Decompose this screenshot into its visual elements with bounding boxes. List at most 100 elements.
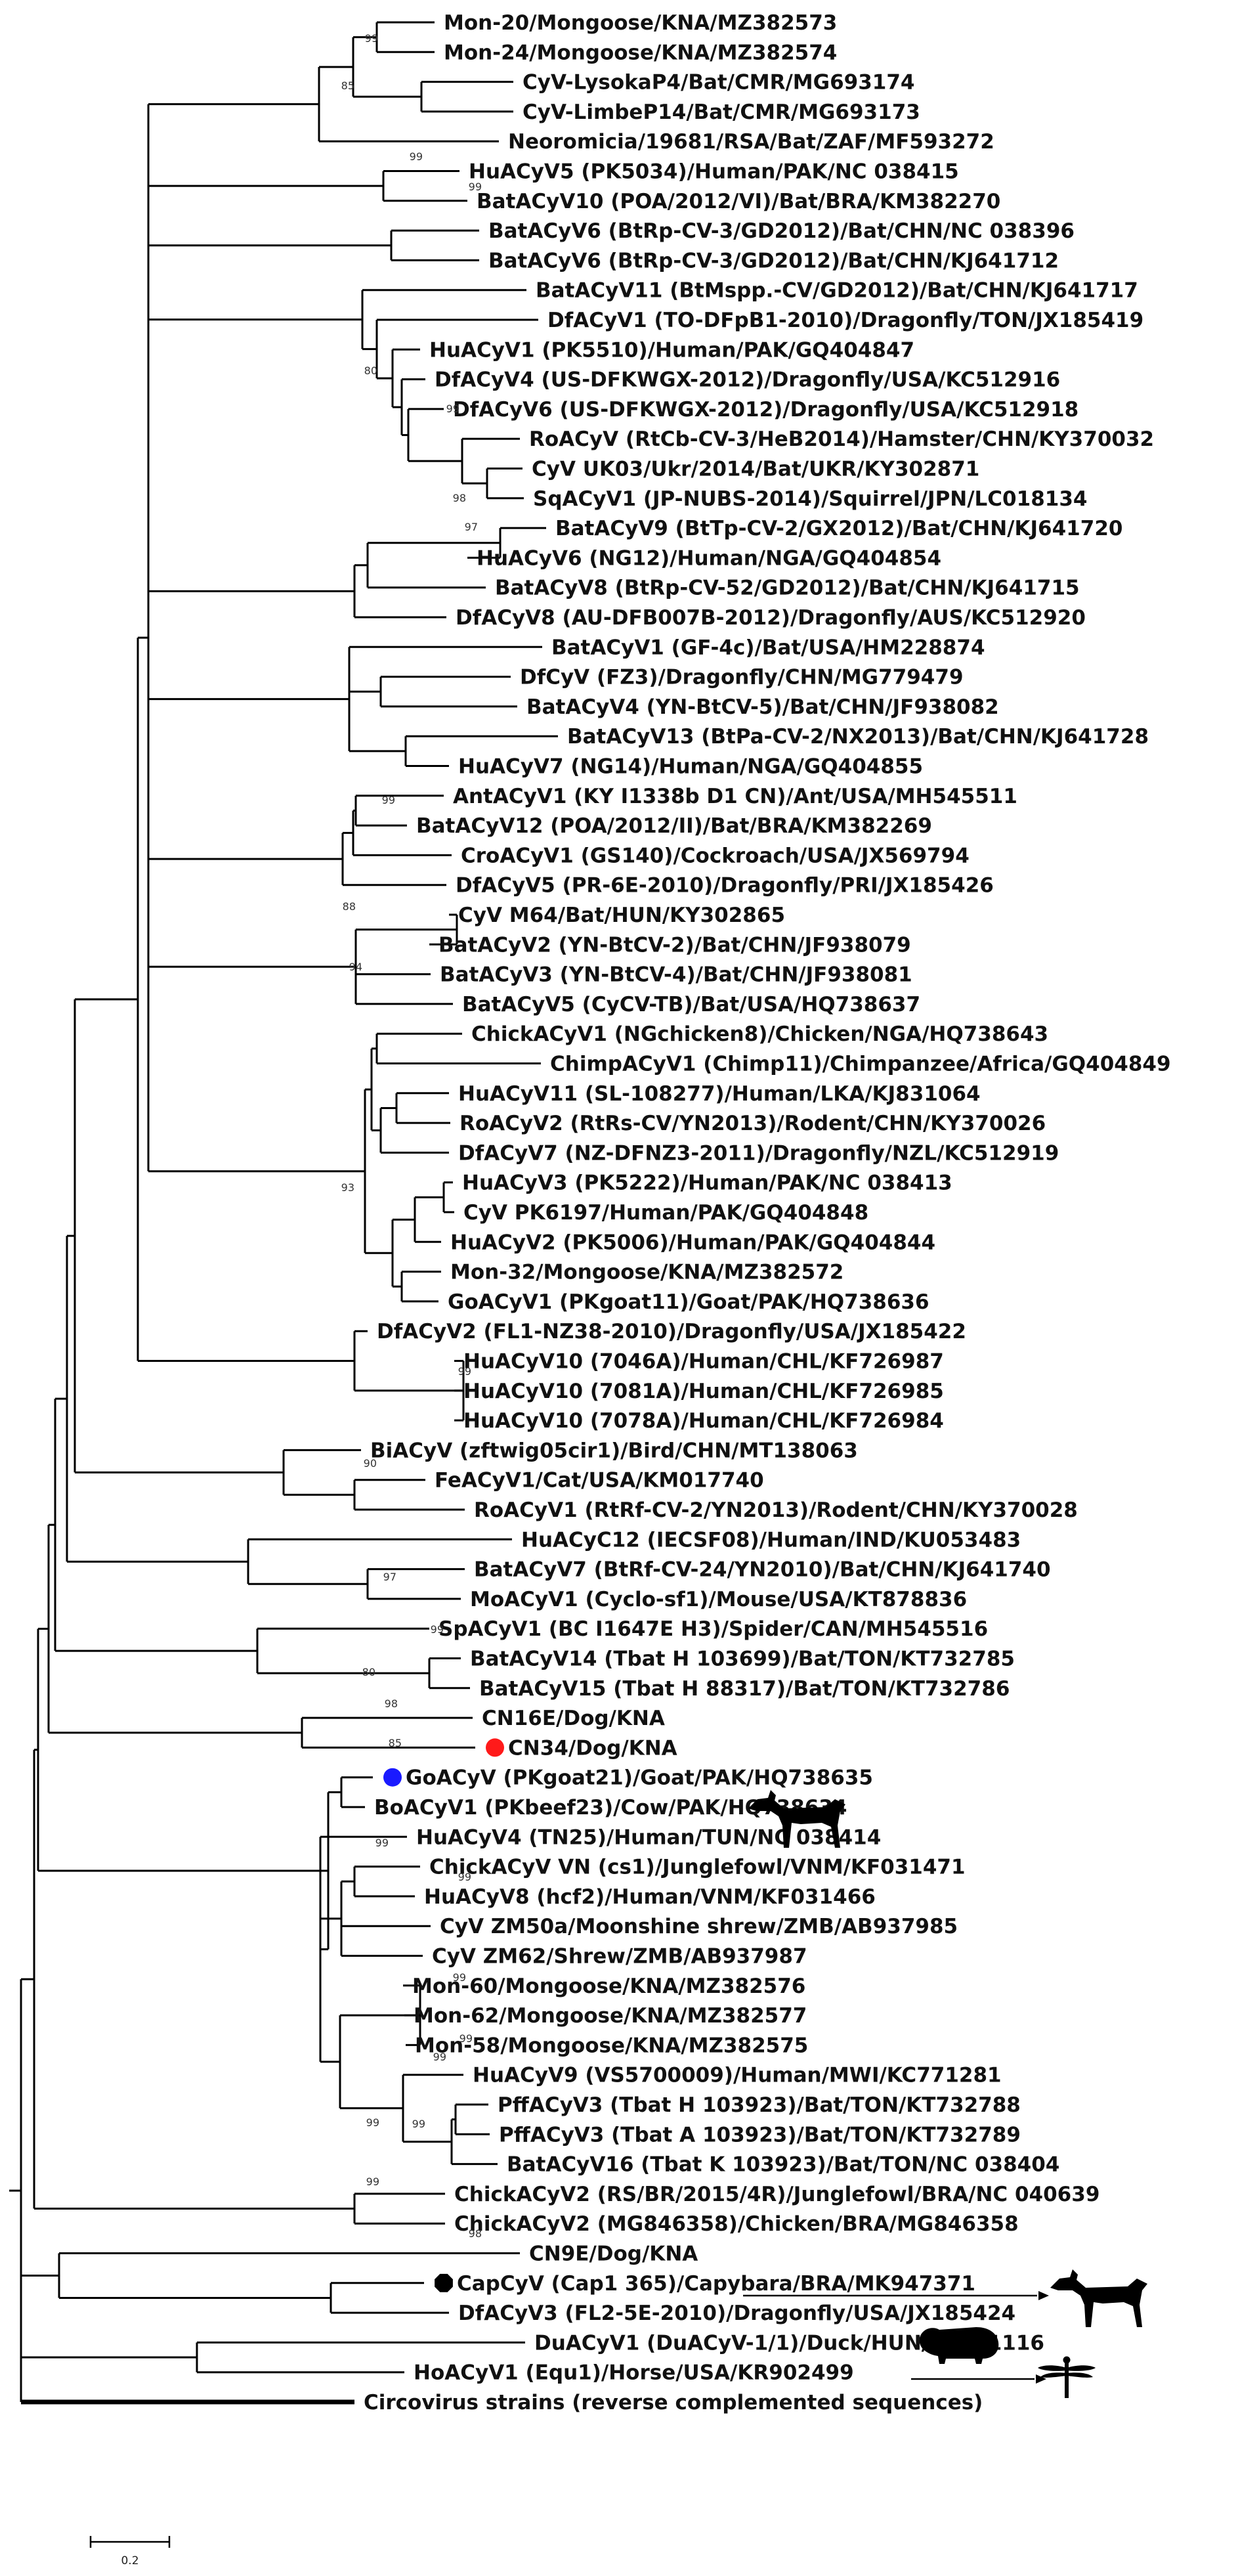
tip-label: HuACyV11 (SL-108277)/Human/LKA/KJ831064	[458, 1082, 981, 1106]
bootstrap-value: 99	[375, 1837, 389, 1849]
bootstrap-value: 98	[453, 492, 466, 504]
tip-label: HuACyV3 (PK5222)/Human/PAK/NC 038413	[462, 1171, 952, 1195]
tip-label: GoACyV (PKgoat21)/Goat/PAK/HQ738635	[406, 1766, 873, 1790]
capybara-silhouette	[920, 2327, 999, 2364]
tip-label: CyV M64/Bat/HUN/KY302865	[458, 904, 785, 927]
tip-label: BatACyV11 (BtMspp.-CV/GD2012)/Bat/CHN/KJ…	[536, 279, 1138, 303]
bootstrap-value: 99	[382, 794, 395, 806]
tip-label: BatACyV6 (BtRp-CV-3/GD2012)/Bat/CHN/KJ64…	[488, 249, 1059, 273]
tip-label: BatACyV6 (BtRp-CV-3/GD2012)/Bat/CHN/NC 0…	[488, 219, 1075, 243]
bootstrap-value: 97	[383, 1571, 396, 1583]
bootstrap-value: 99	[458, 1365, 471, 1378]
bootstrap-value: 99	[365, 32, 378, 45]
bootstrap-value: 80	[364, 364, 377, 377]
bootstrap-value: 93	[341, 1181, 354, 1194]
tip-label: HuACyV10 (7046A)/Human/CHL/KF726987	[463, 1350, 944, 1374]
tip-label: CapCyV (Cap1 365)/Capybara/BRA/MK947371	[457, 2272, 975, 2296]
tip-label: HuACyV8 (hcf2)/Human/VNM/KF031466	[424, 1885, 876, 1909]
tip-label: CyV-LysokaP4/Bat/CMR/MG693174	[523, 71, 915, 95]
tip-label: DfACyV2 (FL1-NZ38-2010)/Dragonfly/USA/JX…	[377, 1320, 966, 1343]
tip-label: ChickACyV VN (cs1)/Junglefowl/VNM/KF0314…	[429, 1856, 966, 1879]
bootstrap-value: 99	[366, 2175, 379, 2188]
tip-label: BatACyV7 (BtRf-CV-24/YN2010)/Bat/CHN/KJ6…	[474, 1558, 1051, 1582]
tip-label: BatACyV14 (Tbat H 103699)/Bat/TON/KT7327…	[470, 1648, 1015, 1671]
tip-label: DfACyV4 (US-DFKWGX-2012)/Dragonfly/USA/K…	[435, 368, 1060, 392]
tip-label: HuACyV6 (NG12)/Human/NGA/GQ404854	[477, 546, 941, 570]
tip-label: ChickACyV2 (MG846358)/Chicken/BRA/MG8463…	[454, 2212, 1019, 2236]
scale-bar-label: 0.2	[121, 2554, 139, 2567]
tip-label: DfACyV6 (US-DFKWGX-2012)/Dragonfly/USA/K…	[453, 398, 1078, 422]
tip-label: DfACyV8 (AU-DFB007B-2012)/Dragonfly/AUS/…	[456, 606, 1086, 630]
bootstrap-value: 80	[362, 1666, 375, 1678]
tip-label: ChickACyV2 (RS/BR/2015/4R)/Junglefowl/BR…	[454, 2183, 1099, 2206]
tip-label: HoACyV1 (Equ1)/Horse/USA/KR902499	[414, 2361, 854, 2385]
tip-label: CyV-LimbeP14/Bat/CMR/MG693173	[523, 100, 920, 124]
tip-label: BatACyV5 (CyCV-TB)/Bat/USA/HQ738637	[462, 993, 920, 1016]
tip-label: RoACyV2 (RtRs-CV/YN2013)/Rodent/CHN/KY37…	[459, 1112, 1046, 1135]
tip-label: BatACyV4 (YN-BtCV-5)/Bat/CHN/JF938082	[526, 695, 999, 719]
tree-branches	[9, 21, 558, 2405]
tip-label: HuACyV9 (VS5700009)/Human/MWI/KC771281	[473, 2064, 1002, 2087]
tip-label: ChickACyV1 (NGchicken8)/Chicken/NGA/HQ73…	[471, 1022, 1048, 1046]
tip-label: BatACyV9 (BtTp-CV-2/GX2012)/Bat/CHN/KJ64…	[555, 517, 1122, 540]
tip-label: BatACyV15 (Tbat H 88317)/Bat/TON/KT73278…	[479, 1677, 1010, 1701]
bootstrap-value: 99	[459, 2032, 473, 2045]
tip-label: BatACyV1 (GF-4c)/Bat/USA/HM228874	[551, 636, 985, 659]
bootstrap-value: 99	[412, 2118, 425, 2130]
sample-marker	[435, 2273, 453, 2292]
tip-label: HuACyC12 (IECSF08)/Human/IND/KU053483	[521, 1528, 1021, 1552]
bootstrap-value: 98	[469, 2227, 482, 2240]
tip-label: BatACyV10 (POA/2012/VI)/Bat/BRA/KM382270	[477, 190, 1000, 213]
tip-label: HuACyV7 (NG14)/Human/NGA/GQ404855	[458, 755, 923, 779]
tip-label: BatACyV8 (BtRp-CV-52/GD2012)/Bat/CHN/KJ6…	[495, 577, 1080, 600]
tip-label: DfACyV5 (PR-6E-2010)/Dragonfly/PRI/JX185…	[456, 874, 994, 898]
tip-label: HuACyV5 (PK5034)/Human/PAK/NC 038415	[469, 160, 959, 184]
tip-label: SqACyV1 (JP-NUBS-2014)/Squirrel/JPN/LC01…	[533, 487, 1087, 511]
arrows	[743, 2291, 1049, 2384]
bootstrap-value: 99	[453, 1971, 466, 1984]
tip-label: DfCyV (FZ3)/Dragonfly/CHN/MG779479	[520, 666, 964, 689]
bootstrap-value: 90	[364, 1457, 377, 1470]
scale-bar: 0.2	[89, 2536, 171, 2567]
tip-label: Circovirus strains (reverse complemented…	[364, 2391, 983, 2414]
tip-label: CyV UK03/Ukr/2014/Bat/UKR/KY302871	[532, 458, 979, 481]
tip-label: PffACyV3 (Tbat H 103923)/Bat/TON/KT73278…	[498, 2093, 1021, 2117]
tip-label: BatACyV16 (Tbat K 103923)/Bat/TON/NC 038…	[507, 2153, 1059, 2177]
tip-label: HuACyV10 (7081A)/Human/CHL/KF726985	[463, 1380, 944, 1403]
bootstrap-value: 99	[446, 403, 459, 415]
tip-label: CyV ZM62/Shrew/ZMB/AB937987	[432, 1945, 807, 1969]
tip-label: RoACyV (RtCb-CV-3/HeB2014)/Hamster/CHN/K…	[529, 427, 1154, 451]
tip-label: BatACyV3 (YN-BtCV-4)/Bat/CHN/JF938081	[440, 963, 912, 987]
tip-label: SpACyV1 (BC I1647E H3)/Spider/CAN/MH5455…	[438, 1617, 988, 1641]
bootstrap-value: 99	[366, 2116, 379, 2129]
bootstrap-value: 97	[465, 521, 478, 533]
bootstrap-value: 99	[469, 181, 482, 193]
tip-label: RoACyV1 (RtRf-CV-2/YN2013)/Rodent/CHN/KY…	[474, 1498, 1078, 1522]
tip-label: Mon-62/Mongoose/KNA/MZ382577	[414, 2004, 807, 2028]
tip-label: HuACyV4 (TN25)/Human/TUN/NC 038414	[416, 1825, 881, 1849]
bootstrap-value: 98	[385, 1697, 398, 1710]
tip-label: ChimpACyV1 (Chimp11)/Chimpanzee/Africa/G…	[550, 1053, 1171, 1076]
bootstrap-values: 9985999980999897998894939990979980988599…	[341, 32, 482, 2240]
tip-label: GoACyV1 (PKgoat11)/Goat/PAK/HQ738636	[448, 1290, 929, 1314]
tip-label: DfACyV7 (NZ-DFNZ3-2011)/Dragonfly/NZL/KC…	[458, 1141, 1059, 1165]
tip-label: DfACyV3 (FL2-5E-2010)/Dragonfly/USA/JX18…	[458, 2302, 1015, 2325]
dragonfly-silhouette	[1038, 2356, 1096, 2398]
tip-label: Mon-20/Mongoose/KNA/MZ382573	[444, 11, 837, 35]
tip-label: CyV PK6197/Human/PAK/GQ404848	[463, 1201, 868, 1225]
tip-labels: Mon-20/Mongoose/KNA/MZ382573Mon-24/Mongo…	[364, 11, 1171, 2414]
tip-label: Mon-58/Mongoose/KNA/MZ382575	[415, 2034, 808, 2057]
tip-label: Mon-60/Mongoose/KNA/MZ382576	[412, 1975, 805, 1998]
bootstrap-value: 99	[433, 2051, 446, 2063]
bootstrap-value: 99	[458, 1871, 471, 1883]
tip-label: BatACyV12 (POA/2012/II)/Bat/BRA/KM382269	[416, 814, 932, 838]
bootstrap-value: 99	[431, 1623, 444, 1636]
tip-label: Mon-24/Mongoose/KNA/MZ382574	[444, 41, 837, 64]
tip-label: HuACyV1 (PK5510)/Human/PAK/GQ404847	[429, 338, 914, 362]
tip-label: PffACyV3 (Tbat A 103923)/Bat/TON/KT73278…	[499, 2123, 1021, 2147]
tip-label: Mon-32/Mongoose/KNA/MZ382572	[450, 1261, 843, 1284]
bootstrap-value: 85	[389, 1737, 402, 1749]
bootstrap-value: 94	[349, 961, 362, 973]
tip-label: CyV ZM50a/Moonshine shrew/ZMB/AB937985	[440, 1915, 958, 1938]
